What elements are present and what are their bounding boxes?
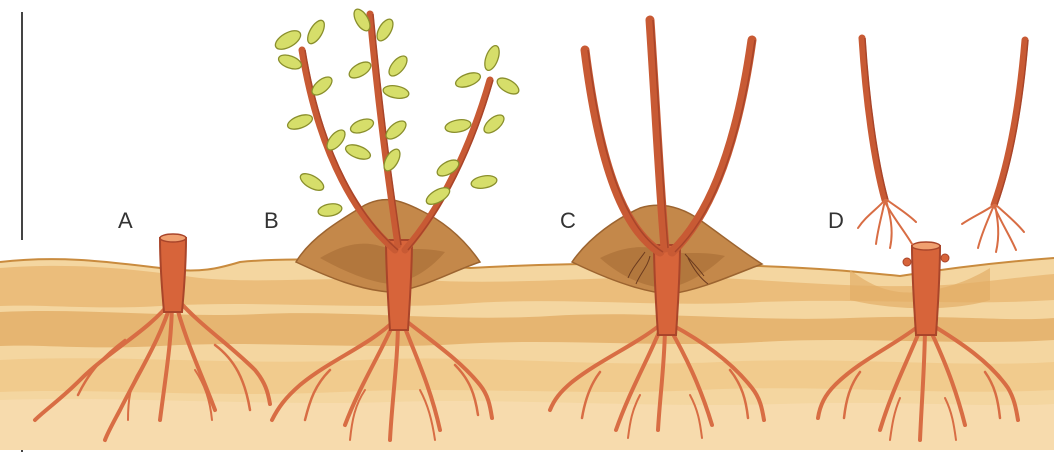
stage-label-a: A — [118, 208, 133, 233]
stage-d-cutting-right — [962, 40, 1028, 252]
stage-d-stump — [912, 246, 940, 335]
stage-label-b: B — [264, 208, 279, 233]
stage-label-d: D — [828, 208, 844, 233]
stage-d-cutting-left — [858, 38, 916, 248]
soil — [0, 258, 1054, 450]
stage-b-leaves — [272, 7, 521, 218]
stage-d-bud-left — [903, 258, 911, 266]
stage-d-bud-right — [941, 254, 949, 262]
stage-a-cut-top — [160, 234, 186, 242]
stage-a-stump — [160, 238, 186, 312]
stage-label-c: C — [560, 208, 576, 233]
stage-d-cut-top — [912, 242, 940, 250]
stage-b-stump — [386, 240, 412, 330]
stage-c-stump — [654, 245, 680, 335]
